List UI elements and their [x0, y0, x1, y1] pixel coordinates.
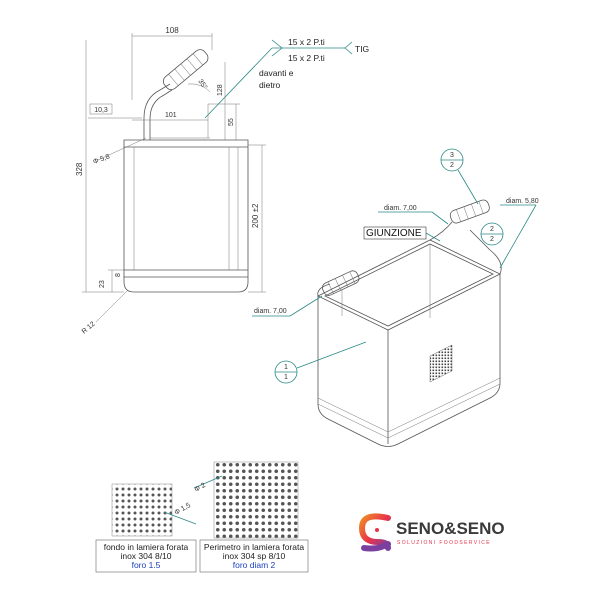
side-grille [429, 344, 453, 383]
callout-2-top: 2 [490, 226, 494, 233]
dim-hole-2: Φ 2 [194, 482, 207, 494]
callout-3-top: 3 [450, 152, 454, 159]
weld-spec-line1: 15 x 2 P.ti [288, 37, 325, 47]
weld-note-line1: davanti e [259, 68, 294, 78]
dim-radius: R 12 [81, 321, 97, 336]
diam-700-top: diam. 7,00 [384, 205, 417, 212]
dim-128: 128 [217, 84, 224, 96]
perimeter-note-line1: Perimetro in lamiera forata [204, 542, 304, 552]
iso-view: 3 2 diam. 7,00 diam. 5,80 GIUNZIONE 2 2 … [252, 148, 539, 447]
dim-diameter: Φ 5,8 [92, 153, 111, 166]
dim-top-width: 108 [165, 26, 179, 35]
perimeter-note-line2: inox 304 sp 8/10 [223, 551, 286, 561]
dim-23: 23 [99, 280, 106, 288]
dim-55: 55 [228, 118, 235, 126]
logo-wordmark: SENO&SENO [396, 519, 505, 538]
front-basket-body [123, 139, 249, 293]
callout-1-top: 1 [284, 364, 288, 371]
logo-tagline: SOLUZIONI FOODSERVICE [397, 540, 491, 546]
perimeter-note-line3: foro diam 2 [233, 560, 276, 570]
weld-spec-line2: 15 x 2 P.ti [288, 53, 325, 63]
dim-body-height: 200 ±2 [251, 203, 260, 228]
logo-mark-icon [358, 513, 391, 552]
front-handle-grip [162, 49, 209, 91]
junction-label: GIUNZIONE [366, 228, 422, 239]
callout-1-bottom: 1 [284, 374, 288, 381]
diam-700-left: diam. 7,00 [254, 308, 287, 315]
iso-grip-left [321, 270, 360, 296]
diam-580: diam. 5,80 [506, 198, 539, 205]
dim-101: 101 [165, 112, 177, 119]
bottom-note-line3: foro 1.5 [132, 560, 161, 570]
dim-angle: 35° [196, 78, 209, 91]
detail-perimeter-sheet: Φ 2 Perimetro in lamiera forata inox 304… [194, 461, 309, 573]
front-view: 108 15 x 2 P.ti 15 x 2 P.ti TIG davanti … [75, 26, 369, 336]
dim-offset-left: 10,3 [94, 107, 108, 114]
front-wire-handle [143, 83, 210, 140]
detail-bottom-sheet: Φ 1,5 fondo in lamiera forata inox 304 8… [95, 483, 197, 573]
weld-type: TIG [355, 44, 369, 54]
weld-note-line2: dietro [259, 80, 281, 90]
iso-grip-right [449, 199, 490, 224]
callout-3-bottom: 2 [450, 162, 454, 169]
callout-2-bottom: 2 [490, 236, 494, 243]
bottom-note-line1: fondo in lamiera forata [104, 542, 189, 552]
bottom-note-line2: inox 304 8/10 [120, 551, 171, 561]
dim-hole-15: Φ 1,5 [174, 502, 193, 517]
dim-8: 8 [115, 273, 122, 277]
dim-total-height: 328 [75, 162, 84, 176]
seno-seno-logo: SENO&SENO SOLUZIONI FOODSERVICE [358, 513, 505, 552]
